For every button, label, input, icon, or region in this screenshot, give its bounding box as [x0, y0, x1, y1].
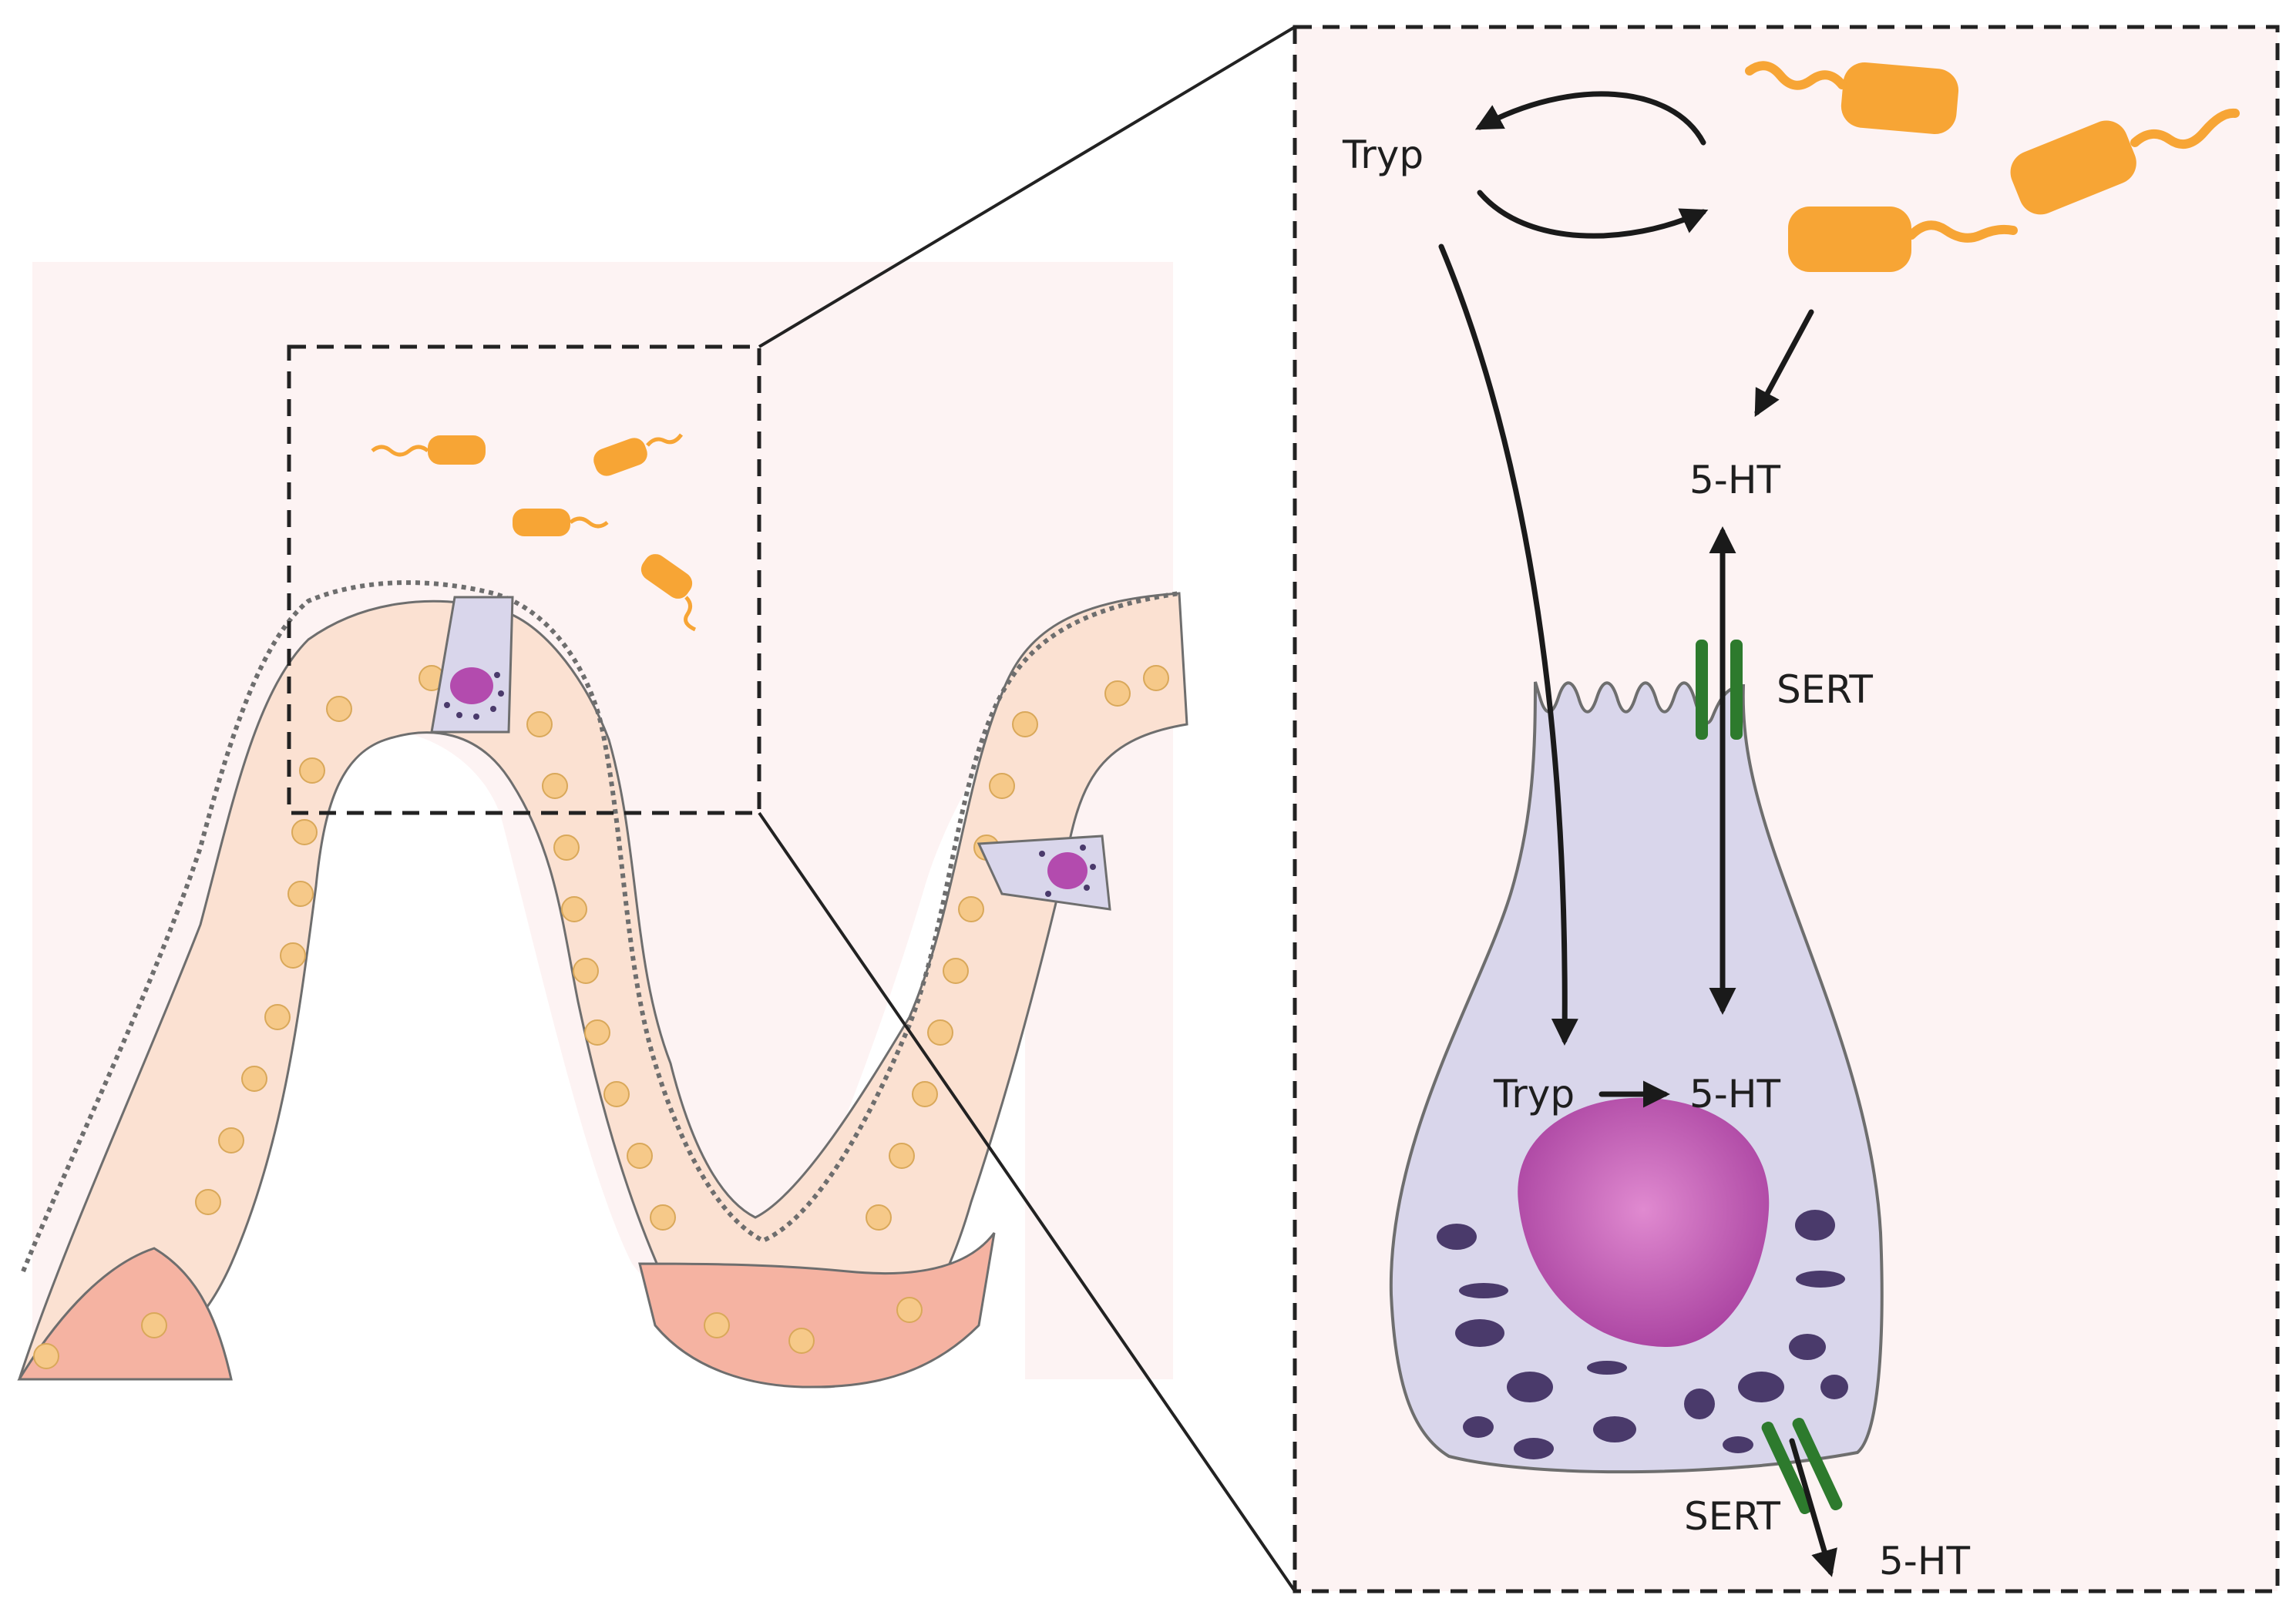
ec-cell-small-top	[430, 596, 514, 734]
bacterium-icon	[513, 509, 609, 536]
label-tryp-cell: Tryp	[1493, 1072, 1575, 1117]
secretory-granules	[1437, 1210, 1848, 1459]
sert-basal-icon	[1761, 1418, 1843, 1514]
bacterium-icon	[593, 433, 684, 476]
arrow-5ht-basal-release	[1789, 1438, 1837, 1577]
microvilli-border	[21, 580, 1180, 1273]
label-5ht-cell: 5-HT	[1689, 1072, 1780, 1117]
crypt-lumen	[0, 693, 1025, 1618]
bacteria-small	[371, 433, 697, 632]
bacterium-icon	[1788, 207, 2018, 272]
bacterium-icon	[640, 554, 697, 632]
bacteria-large	[1745, 61, 2240, 272]
arrow-bacteria-to-5ht	[1754, 309, 1814, 418]
label-5ht-lumen: 5-HT	[1689, 458, 1780, 502]
ec-cell-small-right	[977, 835, 1111, 911]
ec-cell-nucleus	[1518, 1097, 1770, 1348]
bacterium-icon	[2010, 108, 2240, 215]
label-tryp-lumen: Tryp	[1342, 133, 1424, 177]
label-sert-apical: SERT	[1777, 667, 1873, 712]
arrow-tryp-uptake	[1438, 243, 1578, 1046]
ec-cell-detail-panel: Tryp 5-HT SERT Tryp 5-HT SERT 5-HT	[1293, 25, 2280, 1593]
arrow-tryp-to-bacteria	[1477, 190, 1709, 239]
label-sert-basal: SERT	[1684, 1494, 1780, 1539]
label-5ht-basal: 5-HT	[1879, 1539, 1970, 1583]
crypt-base-cells-right	[638, 1232, 996, 1389]
pathway-arrows	[1438, 91, 1837, 1577]
epithelium-panel	[0, 262, 1188, 1618]
zoom-region-box	[287, 344, 761, 815]
bacterium-icon	[1745, 61, 1959, 135]
crypt-base-cells-left	[17, 1247, 233, 1381]
zoom-connector-bottom	[758, 811, 1296, 1593]
epithelial-nuclei	[33, 665, 1169, 1369]
arrow-bacteria-to-tryp	[1474, 91, 1706, 146]
ec-cell-body	[1389, 681, 1884, 1474]
zoom-connector-top	[758, 25, 1296, 348]
bacterium-icon	[371, 435, 486, 465]
